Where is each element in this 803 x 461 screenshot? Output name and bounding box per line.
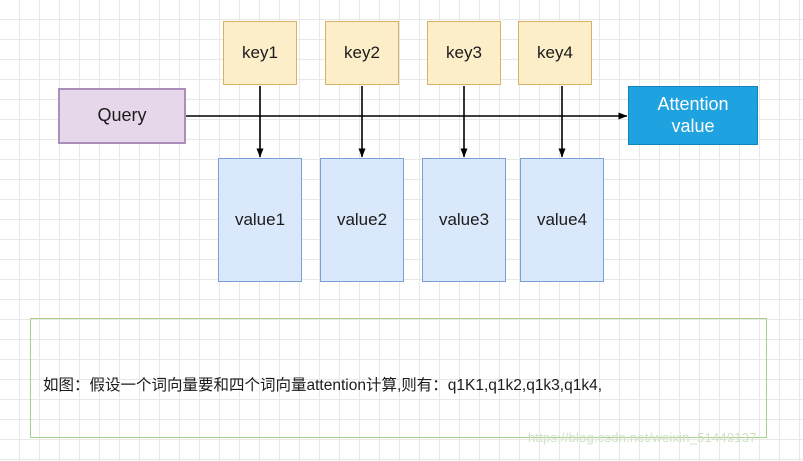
key-label-2: key2: [344, 42, 380, 62]
value-node-3[interactable]: value3: [422, 158, 506, 282]
query-label: Query: [97, 105, 147, 126]
watermark-text: https://blog.csdn.net/weixin_51449137: [528, 430, 757, 445]
attention-label-line2: value: [671, 115, 715, 136]
key-label-1: key1: [242, 42, 278, 62]
description-line-1: 如图：假设一个词向量要和四个词向量attention计算,则有：q1K1,q1k…: [43, 377, 603, 395]
description-box: 如图：假设一个词向量要和四个词向量attention计算,则有：q1K1,q1k…: [30, 318, 767, 438]
value-node-4[interactable]: value4: [520, 158, 604, 282]
value-label-4: value4: [536, 209, 588, 229]
attention-value-node[interactable]: Attention value: [628, 86, 758, 145]
key-node-2[interactable]: key2: [325, 21, 399, 85]
key-node-3[interactable]: key3: [427, 21, 501, 85]
value-label-1: value1: [234, 209, 286, 229]
key-node-1[interactable]: key1: [223, 21, 297, 85]
attention-label-line1: Attention: [657, 94, 729, 115]
key-node-4[interactable]: key4: [518, 21, 592, 85]
key-label-4: key4: [537, 42, 573, 62]
value-label-3: value3: [438, 209, 490, 229]
key-label-3: key3: [446, 42, 482, 62]
value-node-2[interactable]: value2: [320, 158, 404, 282]
query-node[interactable]: Query: [58, 88, 186, 144]
value-node-1[interactable]: value1: [218, 158, 302, 282]
value-label-2: value2: [336, 209, 388, 229]
